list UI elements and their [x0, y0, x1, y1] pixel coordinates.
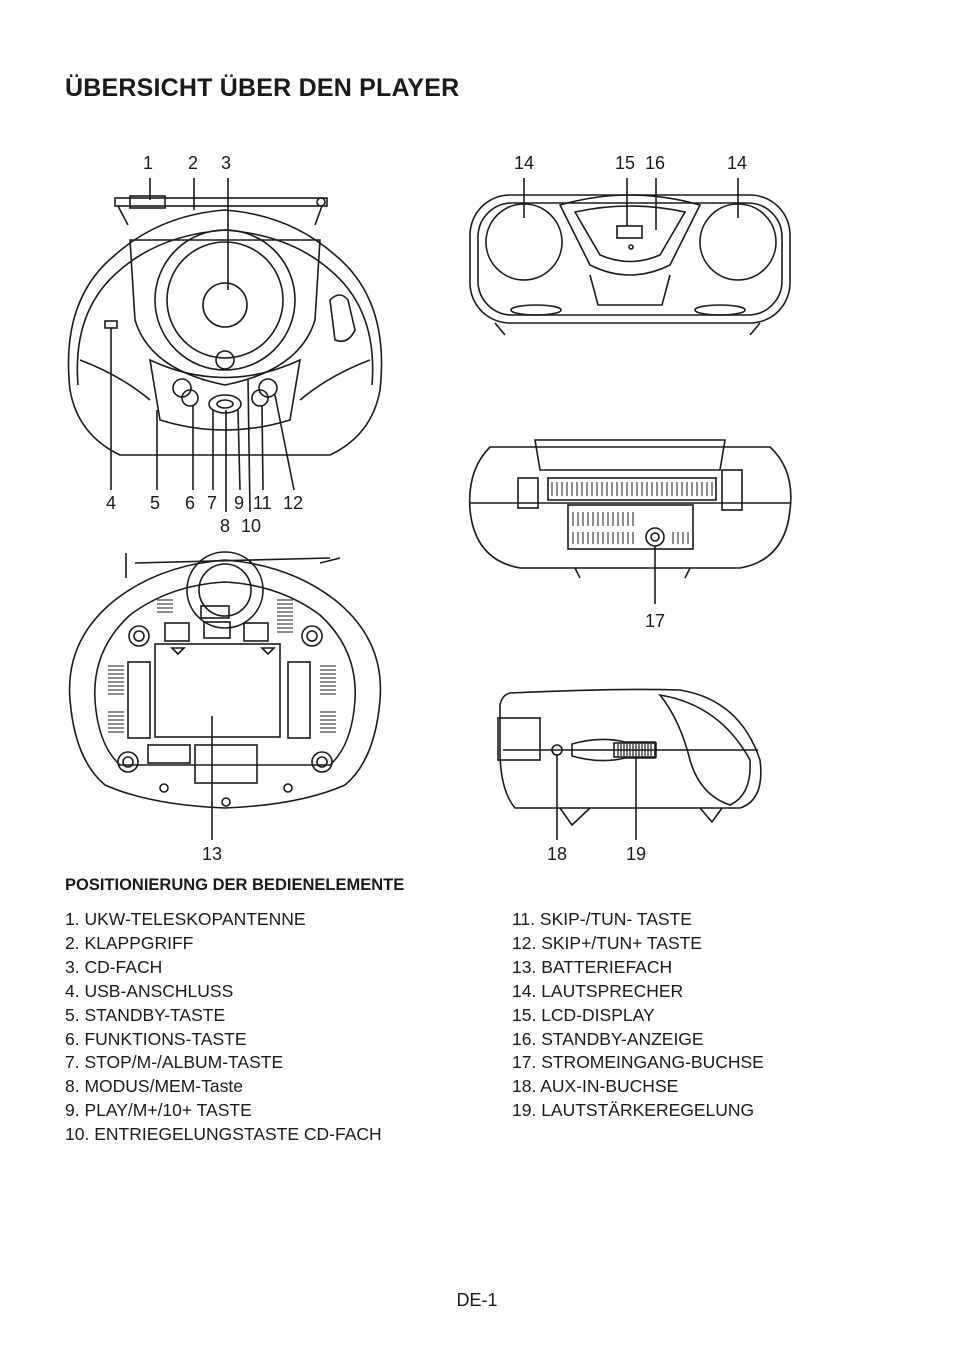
leader-10	[247, 379, 251, 513]
callout-11: 11	[253, 493, 272, 513]
controls-list-right: 11. SKIP-/TUN- TASTE 12. SKIP+/TUN+ TAST…	[512, 908, 764, 1123]
callout-15: 15	[615, 153, 636, 173]
list-item: 6. FUNKTIONS-TASTE	[65, 1028, 247, 1049]
callout-5: 5	[150, 493, 161, 513]
front-view-drawing	[67, 178, 383, 513]
callout-10: 10	[241, 516, 262, 536]
leader-11	[261, 404, 264, 491]
callout-4: 4	[106, 493, 117, 513]
leader-12	[274, 394, 295, 491]
list-item: 18. AUX-IN-BUCHSE	[512, 1076, 679, 1097]
callout-2: 2	[188, 153, 199, 173]
callout-9: 9	[234, 493, 245, 513]
list-item: 9. PLAY/M+/10+ TASTE	[65, 1100, 252, 1121]
list-item: 7. STOP/M-/ALBUM-TASTE	[65, 1052, 284, 1073]
back-grille	[551, 482, 713, 544]
list-item: 17. STROMEINGANG-BUCHSE	[512, 1052, 764, 1073]
list-item: 1. UKW-TELESKOPANTENNE	[65, 909, 306, 929]
volume-knob-ridges	[617, 744, 652, 756]
callout-16: 16	[645, 153, 666, 173]
callout-7: 7	[207, 493, 218, 513]
bottom-view-drawing	[68, 551, 382, 840]
list-item: 3. CD-FACH	[65, 956, 163, 977]
callout-1: 1	[143, 153, 154, 173]
list-item: 4. USB-ANSCHLUSS	[65, 980, 234, 1001]
callout-6: 6	[185, 493, 196, 513]
callout-18: 18	[547, 844, 568, 864]
top-view-drawing	[469, 178, 791, 336]
back-view-drawing	[468, 439, 792, 604]
list-item: 16. STANDBY-ANZEIGE	[512, 1028, 704, 1049]
list-item: 5. STANDBY-TASTE	[65, 1004, 226, 1025]
list-item: 12. SKIP+/TUN+ TASTE	[512, 932, 702, 953]
callout-3: 3	[221, 153, 232, 173]
callout-14-left: 14	[514, 153, 535, 173]
callout-13: 13	[202, 844, 223, 864]
callout-12: 12	[283, 493, 304, 513]
callout-14-right: 14	[727, 153, 748, 173]
page-title: ÜBERSICHT ÜBER DEN PLAYER	[65, 74, 460, 102]
controls-list-left: 1. UKW-TELESKOPANTENNE 2. KLAPPGRIFF 3. …	[65, 908, 382, 1147]
list-item: 13. BATTERIEFACH	[512, 956, 673, 977]
player-diagrams	[67, 178, 792, 840]
leader-9	[237, 409, 241, 491]
callout-17: 17	[645, 611, 666, 631]
list-item: 15. LCD-DISPLAY	[512, 1004, 655, 1025]
list-item: 8. MODUS/MEM-Taste	[65, 1076, 243, 1097]
list-item: 10. ENTRIEGELUNGSTASTE CD-FACH	[65, 1124, 382, 1145]
list-item: 2. KLAPPGRIFF	[65, 932, 194, 953]
page-number: DE-1	[456, 1290, 498, 1310]
list-item: 11. SKIP-/TUN- TASTE	[512, 909, 692, 929]
list-item: 19. LAUTSTÄRKEREGELUNG	[512, 1100, 755, 1121]
side-view-drawing	[497, 688, 762, 840]
callout-19: 19	[626, 844, 647, 864]
list-item: 14. LAUTSPRECHER	[512, 980, 684, 1001]
bottom-grilles	[108, 599, 336, 733]
section-heading: POSITIONIERUNG DER BEDIENELEMENTE	[65, 876, 405, 894]
callout-8: 8	[220, 516, 231, 536]
